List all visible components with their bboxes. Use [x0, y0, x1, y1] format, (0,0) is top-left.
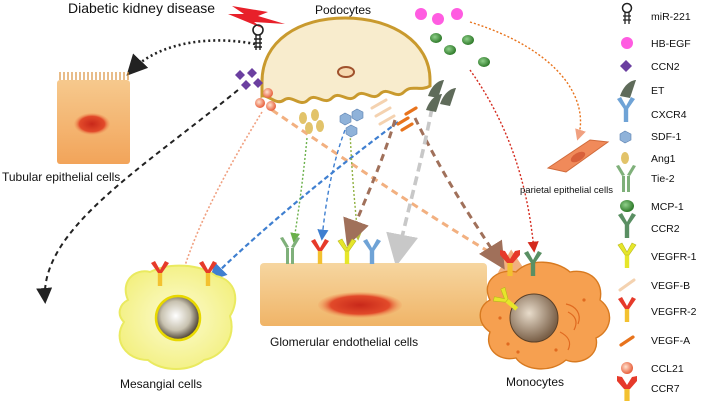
- mcp1-icon: [430, 33, 490, 67]
- legend-tie2-icon: [616, 165, 636, 192]
- legend-label-ccl21: CCL21: [651, 363, 684, 375]
- legend-ccr2-icon: [618, 213, 636, 238]
- monocyte-cell: [479, 250, 611, 370]
- legend-vegfr1-icon: [617, 242, 637, 269]
- legend-label-vegfb: VEGF-B: [651, 280, 690, 292]
- lightning-bolt-icon: [228, 6, 285, 28]
- signal-arrows: [36, 21, 586, 304]
- legend-label-vegfr1: VEGFR-1: [651, 251, 697, 263]
- disease-label: Diabetic kidney disease: [68, 0, 215, 16]
- arrow-vegfa-endothelial: [343, 119, 397, 247]
- legend-label-ccr7: CCR7: [651, 383, 680, 395]
- monocytes-label: Monocytes: [506, 375, 564, 389]
- parietal-cell: [546, 139, 610, 173]
- vegfb-icon: [370, 98, 396, 126]
- legend-hb-egf-icon: [621, 37, 633, 49]
- arrow-vegf-mesangial: [208, 121, 399, 282]
- podocytes-label: Podocytes: [315, 3, 371, 17]
- podocyte-cell: [260, 16, 432, 105]
- legend-label-ccn2: CCN2: [651, 61, 680, 73]
- mesangial-label: Mesangial cells: [120, 377, 202, 391]
- mesangial-cell: [118, 261, 237, 370]
- legend-vegfr2-icon: [618, 297, 636, 322]
- endothelial-cell: [260, 237, 487, 326]
- hb-egf-icon: [415, 8, 463, 25]
- arrow-hbegf-parietal: [469, 21, 586, 141]
- legend-label-cxcr4: CXCR4: [651, 109, 687, 121]
- legend-ang1-icon: [621, 152, 629, 164]
- legend-label-mir221: miR-221: [651, 11, 691, 23]
- endothelial-label: Glomerular endothelial cells: [270, 335, 418, 349]
- legend-cxcr4-icon: [617, 97, 635, 122]
- et-icon: [426, 80, 456, 112]
- legend-vegfb-icon: [618, 278, 636, 292]
- tubular-label: Tubular epithelial cells: [2, 170, 120, 184]
- arrow-mcp1-monocytes: [469, 69, 539, 253]
- legend-ccn2-icon: [620, 60, 632, 72]
- arrow-mir221-tubular: [126, 39, 256, 76]
- legend-label-ccr2: CCR2: [651, 223, 680, 235]
- ang1-icon: [299, 109, 324, 134]
- legend-label-sdf1: SDF-1: [651, 131, 681, 143]
- sdf1-icon: [339, 108, 364, 138]
- mirna-icon: [252, 24, 264, 50]
- arrow-et-endothelial: [386, 107, 434, 267]
- legend-ccl21-icon: [621, 362, 633, 374]
- tubular-cell: [57, 72, 130, 164]
- legend-vegfa-icon: [619, 335, 635, 347]
- podocyte-molecules: [235, 8, 490, 138]
- arrow-ccl21-monocytes: [271, 108, 528, 275]
- legend-mcp1-icon: [620, 200, 634, 212]
- legend-label-tie2: Tie-2: [651, 173, 675, 185]
- legend-label-mcp1: MCP-1: [651, 201, 684, 213]
- legend-ccr7-icon: [617, 376, 637, 401]
- arrow-ang1-tie2: [290, 137, 308, 243]
- arrow-ccn2-mesangial: [36, 89, 239, 304]
- legend-et-icon: [620, 80, 636, 98]
- legend-sdf1-icon: [619, 130, 632, 144]
- arrow-ccl21-mesangial: [174, 111, 263, 294]
- arrow-sdf1-cxcr4: [317, 129, 346, 241]
- ccn2-icon: [235, 68, 263, 90]
- legend-label-et: ET: [651, 85, 665, 97]
- legend-label-vegfa: VEGF-A: [651, 335, 690, 347]
- legend-label-ang1: Ang1: [651, 153, 676, 165]
- legend-mirna-icon: [621, 2, 633, 24]
- legend-label-vegfr2: VEGFR-2: [651, 306, 697, 318]
- vegfa-icon: [396, 106, 418, 132]
- legend: miR-221 HB-EGF CCN2 ET CXCR4 SDF-1 Ang1 …: [616, 2, 697, 401]
- parietal-label: parietal epithelial cells: [520, 185, 613, 196]
- ccl21-icon: [255, 88, 276, 111]
- arrow-vegfa-monocytes: [413, 117, 505, 270]
- legend-label-hb-egf: HB-EGF: [651, 38, 691, 50]
